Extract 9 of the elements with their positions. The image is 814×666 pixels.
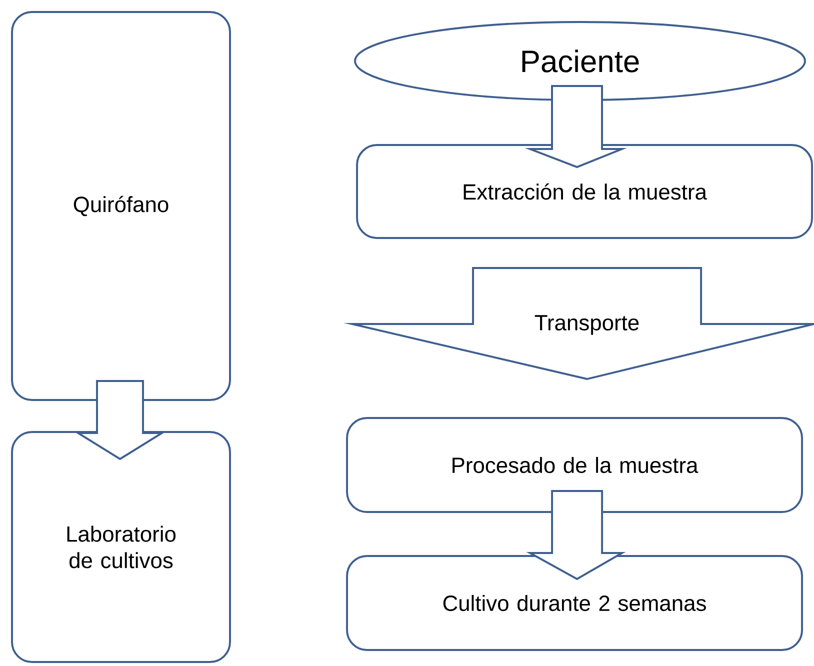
block-arrow: [524, 85, 628, 168]
edge-label: Transporte: [532, 314, 642, 336]
process-box: Extracción de la muestra: [356, 144, 813, 240]
block-arrow: [526, 490, 626, 580]
block-arrow: [74, 380, 166, 460]
process-box: Laboratorio de cultivos: [11, 431, 231, 663]
process-box: Quirófano: [11, 11, 231, 401]
process-box: Procesado de la muestra: [346, 417, 804, 513]
process-box: Cultivo durante 2 semanas: [346, 555, 804, 651]
